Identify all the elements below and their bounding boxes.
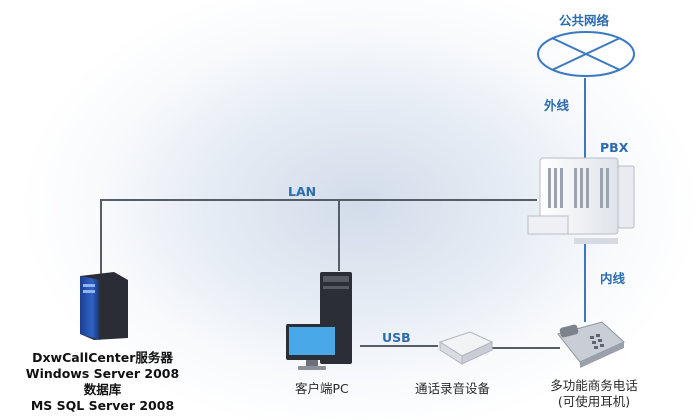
server-label: DxwCallCenter服务器 Windows Server 2008 数据库… xyxy=(0,350,205,414)
inner-line-label: 内线 xyxy=(600,271,626,286)
public-network-icon xyxy=(537,31,635,77)
lan-label: LAN xyxy=(288,184,317,199)
pc-lan-drop-line xyxy=(338,199,340,271)
server-label-line-2: Windows Server 2008 xyxy=(25,366,180,381)
recorder-phone-line xyxy=(488,347,560,349)
lan-backbone-line xyxy=(100,199,537,201)
public-network-label: 公共网络 xyxy=(559,13,610,28)
client-pc-label: 客户端PC xyxy=(295,381,349,396)
outer-line-label: 外线 xyxy=(544,98,570,113)
pbx-label: PBX xyxy=(600,140,629,155)
server-label-line-3: 数据库 xyxy=(83,382,122,397)
usb-label: USB xyxy=(382,330,411,345)
server-label-line-4: MS SQL Server 2008 xyxy=(30,398,175,413)
phone-label-line-2: (可使用耳机) xyxy=(557,394,631,409)
phone-label: 多功能商务电话 (可使用耳机) xyxy=(530,378,658,410)
server-icon xyxy=(80,272,128,340)
recorder-label: 通话录音设备 xyxy=(415,381,491,396)
server-label-line-1: DxwCallCenter服务器 xyxy=(32,350,173,365)
usb-line xyxy=(360,345,438,347)
phone-icon xyxy=(557,321,625,368)
recorder-icon xyxy=(438,331,494,365)
server-lan-drop-line xyxy=(100,199,102,279)
outer-line-connector xyxy=(584,78,586,163)
phone-label-line-1: 多功能商务电话 xyxy=(550,378,638,393)
pbx-icon xyxy=(527,157,635,244)
inner-line-connector xyxy=(584,244,586,322)
client-pc-icon xyxy=(286,272,352,370)
